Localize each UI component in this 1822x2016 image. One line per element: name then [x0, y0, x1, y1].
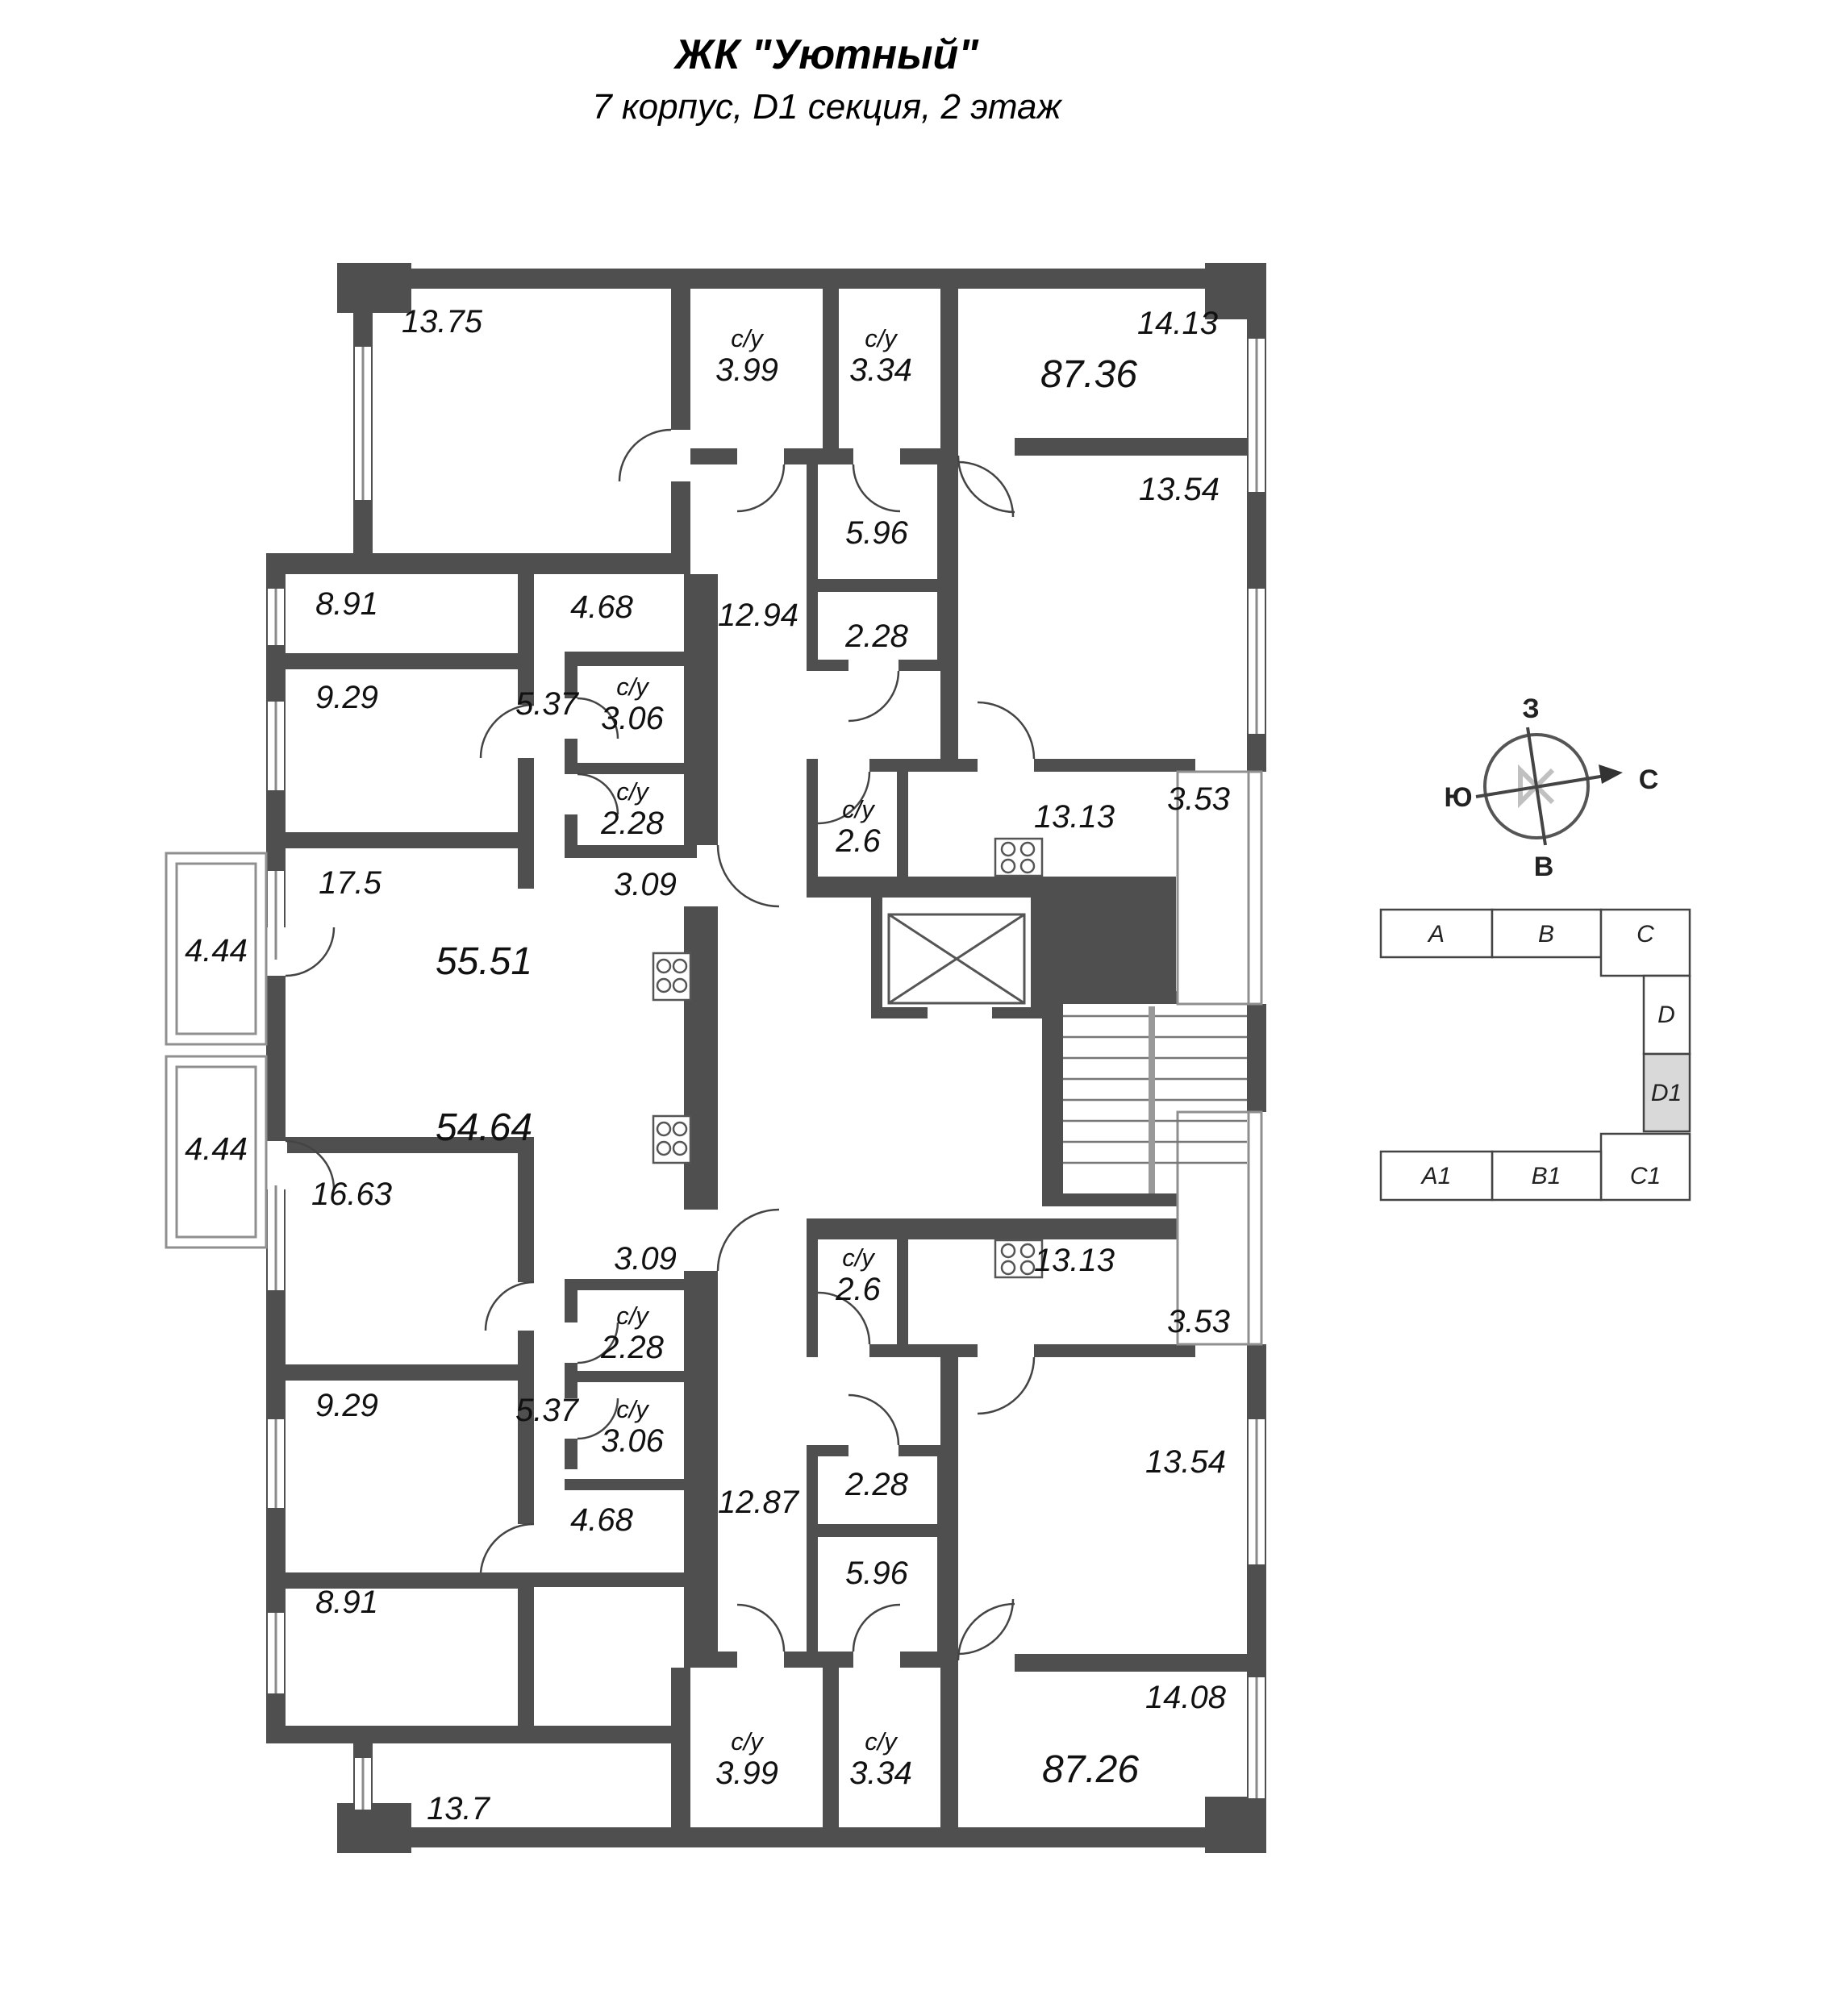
staircase — [1063, 1006, 1247, 1193]
key-plan-label-A1: A1 — [1420, 1163, 1452, 1189]
key-plan-section-D1 — [1642, 1052, 1691, 1133]
room-label-55.51: 55.51 — [436, 940, 532, 983]
room-label-8.91: 8.91 — [315, 1585, 378, 1620]
room-label-5.96: 5.96 — [845, 515, 909, 551]
room-label-13.13: 13.13 — [1034, 1243, 1115, 1278]
room-label-4.44: 4.44 — [185, 1131, 248, 1167]
room-label-14.08: 14.08 — [1145, 1680, 1227, 1715]
room-label-2.28: 2.28 — [600, 806, 665, 841]
room-label-9.29: 9.29 — [315, 680, 378, 715]
page-subtitle: 7 корпус, D1 секция, 2 этаж — [592, 87, 1061, 127]
key-plan-label-D: D — [1657, 1002, 1675, 1028]
room-label-3.09: 3.09 — [614, 867, 677, 902]
key-plan-label-C: C — [1636, 921, 1654, 948]
stove-icon — [652, 952, 692, 1002]
room-label-4.68: 4.68 — [570, 589, 634, 625]
room-label-13.75: 13.75 — [402, 304, 483, 339]
key-plan-label-B1: B1 — [1532, 1163, 1561, 1189]
room-label-9.29: 9.29 — [315, 1388, 378, 1423]
key-plan-label-D1: D1 — [1651, 1080, 1682, 1106]
key-plan-label-C1: C1 — [1630, 1163, 1661, 1189]
room-label-8.91: 8.91 — [315, 586, 378, 622]
windows — [268, 339, 1265, 1810]
key-plan-section-A1 — [1379, 1150, 1494, 1202]
elevator-shaft — [887, 913, 1026, 1005]
key-plan-label-B: B — [1538, 921, 1554, 948]
balconies — [165, 770, 1263, 1346]
room-label-13.54: 13.54 — [1139, 472, 1220, 507]
room-label-3.99: 3.99 — [715, 352, 778, 388]
room-label-3.99: 3.99 — [715, 1756, 778, 1791]
room-label-13.7: 13.7 — [427, 1791, 491, 1826]
compass-north: С — [1639, 764, 1659, 795]
room-label-3.06: 3.06 — [601, 1423, 665, 1459]
key-plan-section-A — [1379, 908, 1494, 959]
room-label-14.13: 14.13 — [1137, 306, 1218, 341]
room-label-87.26: 87.26 — [1042, 1748, 1139, 1791]
room-label-2.28: 2.28 — [600, 1330, 665, 1365]
room-label-13.13: 13.13 — [1034, 799, 1115, 835]
room-label-с-у: с/у — [616, 1395, 650, 1423]
door-arcs — [285, 428, 1036, 1661]
room-label-4.68: 4.68 — [570, 1502, 634, 1538]
room-label-54.64: 54.64 — [436, 1106, 532, 1149]
room-label-2.28: 2.28 — [844, 1467, 909, 1502]
room-label-с-у: с/у — [731, 324, 765, 352]
room-label-13.54: 13.54 — [1145, 1444, 1226, 1480]
room-label-2.6: 2.6 — [835, 823, 881, 859]
room-label-2.6: 2.6 — [835, 1272, 881, 1307]
room-label-3.06: 3.06 — [601, 701, 665, 736]
room-label-5.96: 5.96 — [845, 1556, 909, 1591]
stove-icon — [994, 837, 1044, 877]
room-label-с-у: с/у — [842, 1243, 876, 1272]
room-label-3.53: 3.53 — [1167, 1304, 1230, 1339]
room-label-2.28: 2.28 — [844, 619, 909, 654]
room-label-5.37: 5.37 — [515, 686, 580, 722]
room-label-12.94: 12.94 — [718, 598, 798, 633]
key-plan-section-B — [1491, 908, 1603, 959]
room-label-3.53: 3.53 — [1167, 781, 1230, 817]
room-label-с-у: с/у — [865, 1727, 898, 1756]
compass-east: В — [1534, 852, 1554, 882]
room-label-с-у: с/у — [616, 777, 650, 806]
stove-icon — [652, 1114, 692, 1164]
key-plan-section-C1 — [1599, 1132, 1691, 1202]
room-label-с-у: с/у — [842, 795, 876, 823]
compass-icon: З Ю С В — [1444, 694, 1658, 882]
room-label-17.5: 17.5 — [319, 865, 382, 901]
room-label-с-у: с/у — [865, 324, 898, 352]
room-label-с-у: с/у — [616, 1302, 650, 1330]
compass-west: З — [1522, 694, 1539, 724]
room-label-с-у: с/у — [616, 673, 650, 701]
room-label-5.37: 5.37 — [515, 1393, 580, 1428]
room-label-12.87: 12.87 — [718, 1485, 800, 1520]
key-plan-label-A: A — [1427, 921, 1445, 948]
room-label-3.34: 3.34 — [849, 352, 912, 388]
page-title: ЖК "Уютный" — [675, 31, 978, 78]
room-label-3.09: 3.09 — [614, 1241, 677, 1277]
compass-south: Ю — [1444, 782, 1472, 813]
key-plan: A B C D D1 A1 B1 C1 — [1379, 908, 1691, 1202]
stove-icon — [994, 1239, 1044, 1279]
room-label-87.36: 87.36 — [1040, 353, 1137, 396]
room-label-16.63: 16.63 — [311, 1177, 392, 1212]
room-label-4.44: 4.44 — [185, 933, 248, 968]
room-label-3.34: 3.34 — [849, 1756, 912, 1791]
key-plan-section-D — [1642, 974, 1691, 1056]
room-label-с-у: с/у — [731, 1727, 765, 1756]
stove-icons — [652, 837, 1044, 1279]
